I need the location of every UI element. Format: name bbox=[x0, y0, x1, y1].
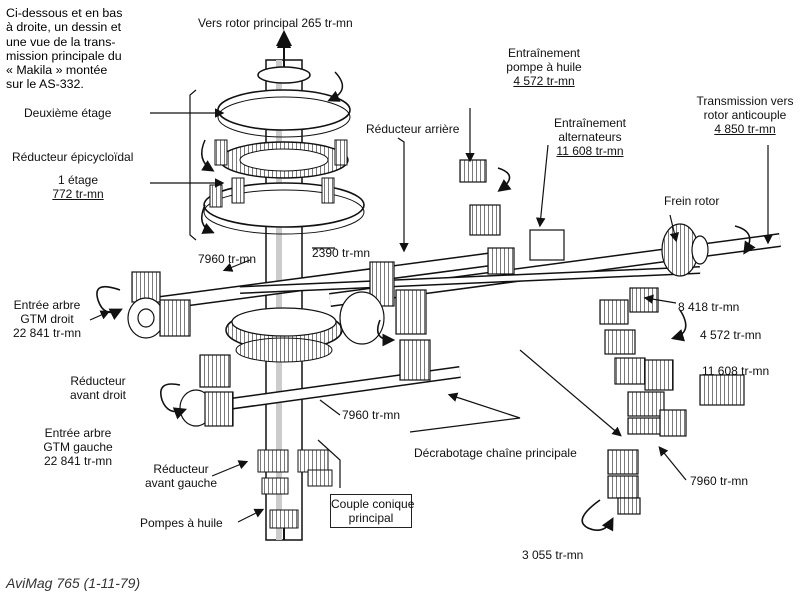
caption-line: Ci-dessous et en bas bbox=[6, 6, 123, 20]
label-gtm-right-speed: 22 841 tr-mn bbox=[12, 326, 82, 340]
label-bevel-line1: Couple conique bbox=[331, 497, 415, 511]
label-alternator-drive-line1: Entraînement bbox=[553, 116, 627, 130]
label-alternator-drive-line2: alternateurs bbox=[558, 130, 622, 144]
label-alternator-drive-speed: 11 608 tr-mn bbox=[556, 144, 624, 158]
label-speed-3055: 3 055 tr-mn bbox=[522, 548, 584, 562]
label-bevel-gear: Couple conique principal bbox=[330, 494, 415, 528]
label-tail-rotor-line2: rotor anticouple bbox=[703, 108, 787, 122]
label-gtm-right-line2: GTM droit bbox=[20, 312, 74, 326]
bevel-callout-leader bbox=[317, 439, 341, 488]
label-speed-11608-right: 11 608 tr-mn bbox=[702, 364, 770, 378]
label-speed-7960-low: 7960 tr-mn bbox=[690, 474, 749, 488]
label-tail-rotor: Transmission vers rotor anticouple 4 850… bbox=[690, 94, 800, 136]
label-right-reducer-line1: Réducteur bbox=[70, 374, 126, 388]
caption-line: mission principale du bbox=[6, 48, 122, 63]
label-alternator-drive: Entraînement alternateurs 11 608 tr-mn bbox=[540, 116, 640, 158]
label-left-reducer-line1: Réducteur bbox=[153, 462, 209, 476]
label-rear-reducer: Réducteur arrière bbox=[366, 122, 460, 136]
source-credit: AviMag 765 (1-11-79) bbox=[6, 575, 141, 591]
epicyclic-stages bbox=[201, 71, 365, 235]
label-main-rotor: Vers rotor principal 265 tr-mn bbox=[198, 16, 353, 30]
caption-block: Ci-dessous et en bas à droite, un dessin… bbox=[6, 6, 158, 92]
caption-line: à droite, un dessin et bbox=[6, 20, 122, 35]
rotation-arrows bbox=[96, 167, 756, 532]
label-first-stage-speed: 772 tr-mn bbox=[52, 187, 104, 201]
label-gtm-right: Entrée arbre GTM droit 22 841 tr-mn bbox=[2, 298, 92, 340]
oil-pump-gears bbox=[257, 449, 333, 540]
gear-train-right bbox=[599, 287, 745, 515]
label-second-stage: Deuxième étage bbox=[24, 106, 112, 120]
label-oil-pump-drive: Entraînement pompe à huile 4 572 tr-mn bbox=[494, 46, 594, 88]
label-rotor-brake: Frein rotor bbox=[664, 194, 720, 208]
label-first-stage-line1: 1 étage bbox=[57, 173, 99, 187]
label-speed-8418: 8 418 tr-mn bbox=[678, 300, 740, 314]
label-right-reducer-line2: avant droit bbox=[69, 388, 127, 402]
reducer-gears bbox=[127, 159, 709, 427]
label-left-reducer-line2: avant gauche bbox=[144, 476, 218, 490]
label-gtm-left: Entrée arbre GTM gauche 22 841 tr-mn bbox=[28, 426, 128, 468]
label-tail-rotor-line1: Transmission vers bbox=[696, 94, 794, 108]
caption-line: sur le AS-332. bbox=[6, 77, 84, 92]
label-declutch: Décrabotage chaîne principale bbox=[414, 446, 577, 460]
label-speed-7960-mid: 7960 tr-mn bbox=[342, 408, 401, 422]
label-gtm-left-line1: Entrée arbre bbox=[44, 426, 112, 440]
label-oil-pump-drive-speed: 4 572 tr-mn bbox=[513, 74, 575, 88]
label-tail-rotor-speed: 4 850 tr-mn bbox=[714, 122, 776, 136]
label-speed-2390: 2390 tr-mn bbox=[312, 246, 371, 260]
main-bevel-gear bbox=[225, 307, 343, 363]
label-right-reducer: Réducteur avant droit bbox=[58, 374, 138, 402]
label-speed-7960-top: 7960 tr-mn bbox=[198, 252, 257, 266]
label-oil-pumps: Pompes à huile bbox=[140, 516, 223, 530]
label-oil-pump-drive-line1: Entraînement bbox=[507, 46, 581, 60]
label-speed-4572-right: 4 572 tr-mn bbox=[700, 328, 762, 342]
caption-line: « Makila » montée bbox=[6, 63, 108, 78]
label-gtm-left-speed: 22 841 tr-mn bbox=[43, 454, 113, 468]
label-gtm-right-line1: Entrée arbre bbox=[13, 298, 81, 312]
caption-line: une vue de la trans- bbox=[6, 34, 116, 49]
label-first-stage: 1 étage 772 tr-mn bbox=[38, 173, 118, 201]
label-left-reducer: Réducteur avant gauche bbox=[136, 462, 226, 490]
label-gtm-left-line2: GTM gauche bbox=[43, 440, 113, 454]
label-bevel-line2: principal bbox=[348, 511, 394, 525]
label-oil-pump-drive-line2: pompe à huile bbox=[506, 60, 582, 74]
label-epicyclic-reducer: Réducteur épicycloïdal bbox=[12, 150, 134, 164]
leader-lines bbox=[89, 89, 773, 523]
